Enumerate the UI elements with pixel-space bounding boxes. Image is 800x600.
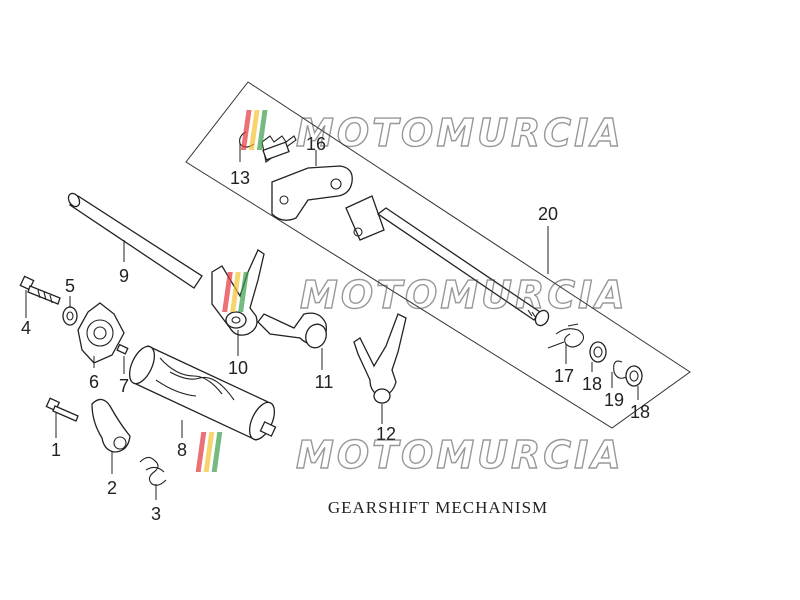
shift-fork-12 (353, 313, 407, 404)
bolt-4 (19, 275, 61, 305)
shift-fork-11 (257, 312, 327, 349)
washer-18a (589, 341, 607, 363)
label-part-19: 19 (604, 390, 624, 410)
pin-7 (116, 343, 129, 355)
spring-17 (547, 323, 585, 349)
label-part-3: 3 (151, 504, 161, 524)
label-part-9: 9 (119, 266, 129, 286)
stopper-arm-2 (91, 398, 131, 453)
label-part-6: 6 (89, 372, 99, 392)
shift-shaft-20 (345, 195, 550, 327)
shift-fork-shaft (67, 192, 203, 289)
label-part-18a: 18 (582, 374, 602, 394)
shift-fork-10 (211, 249, 265, 336)
watermark-logo-top: MOTOMURCIA (240, 110, 624, 156)
label-part-13: 13 (230, 168, 250, 188)
diagram-title: GEARSHIFT MECHANISM (328, 498, 548, 517)
label-part-18b: 18 (630, 402, 650, 422)
washer-5 (62, 306, 78, 326)
svg-text:MOTOMURCIA: MOTOMURCIA (300, 273, 628, 317)
assembly-20-outline (185, 81, 691, 429)
svg-text:MOTOMURCIA: MOTOMURCIA (296, 111, 624, 155)
label-part-7: 7 (119, 376, 129, 396)
washer-18b (625, 365, 643, 387)
star-plate-6 (77, 302, 125, 364)
shift-drum-8 (128, 345, 277, 441)
label-part-20: 20 (538, 204, 558, 224)
label-part-4: 4 (21, 318, 31, 338)
svg-text:MOTOMURCIA: MOTOMURCIA (296, 433, 624, 477)
shift-plate (271, 165, 353, 221)
label-part-8: 8 (177, 440, 187, 460)
label-part-17: 17 (554, 366, 574, 386)
label-part-11: 11 (315, 372, 334, 392)
circlip-19 (613, 360, 629, 379)
label-part-16: 16 (306, 134, 326, 154)
label-part-2: 2 (107, 478, 117, 498)
label-part-10: 10 (228, 358, 248, 378)
label-part-12: 12 (376, 424, 396, 444)
watermark-logo-bottom: MOTOMURCIA (195, 432, 624, 478)
spring-16 (261, 135, 297, 163)
leader-lines (25, 142, 639, 500)
label-part-5: 5 (65, 276, 75, 296)
label-part-1: 1 (51, 440, 61, 460)
spring-3 (139, 456, 167, 486)
bolt-1 (45, 397, 79, 422)
watermark-logo-middle: MOTOMURCIA (222, 272, 628, 318)
